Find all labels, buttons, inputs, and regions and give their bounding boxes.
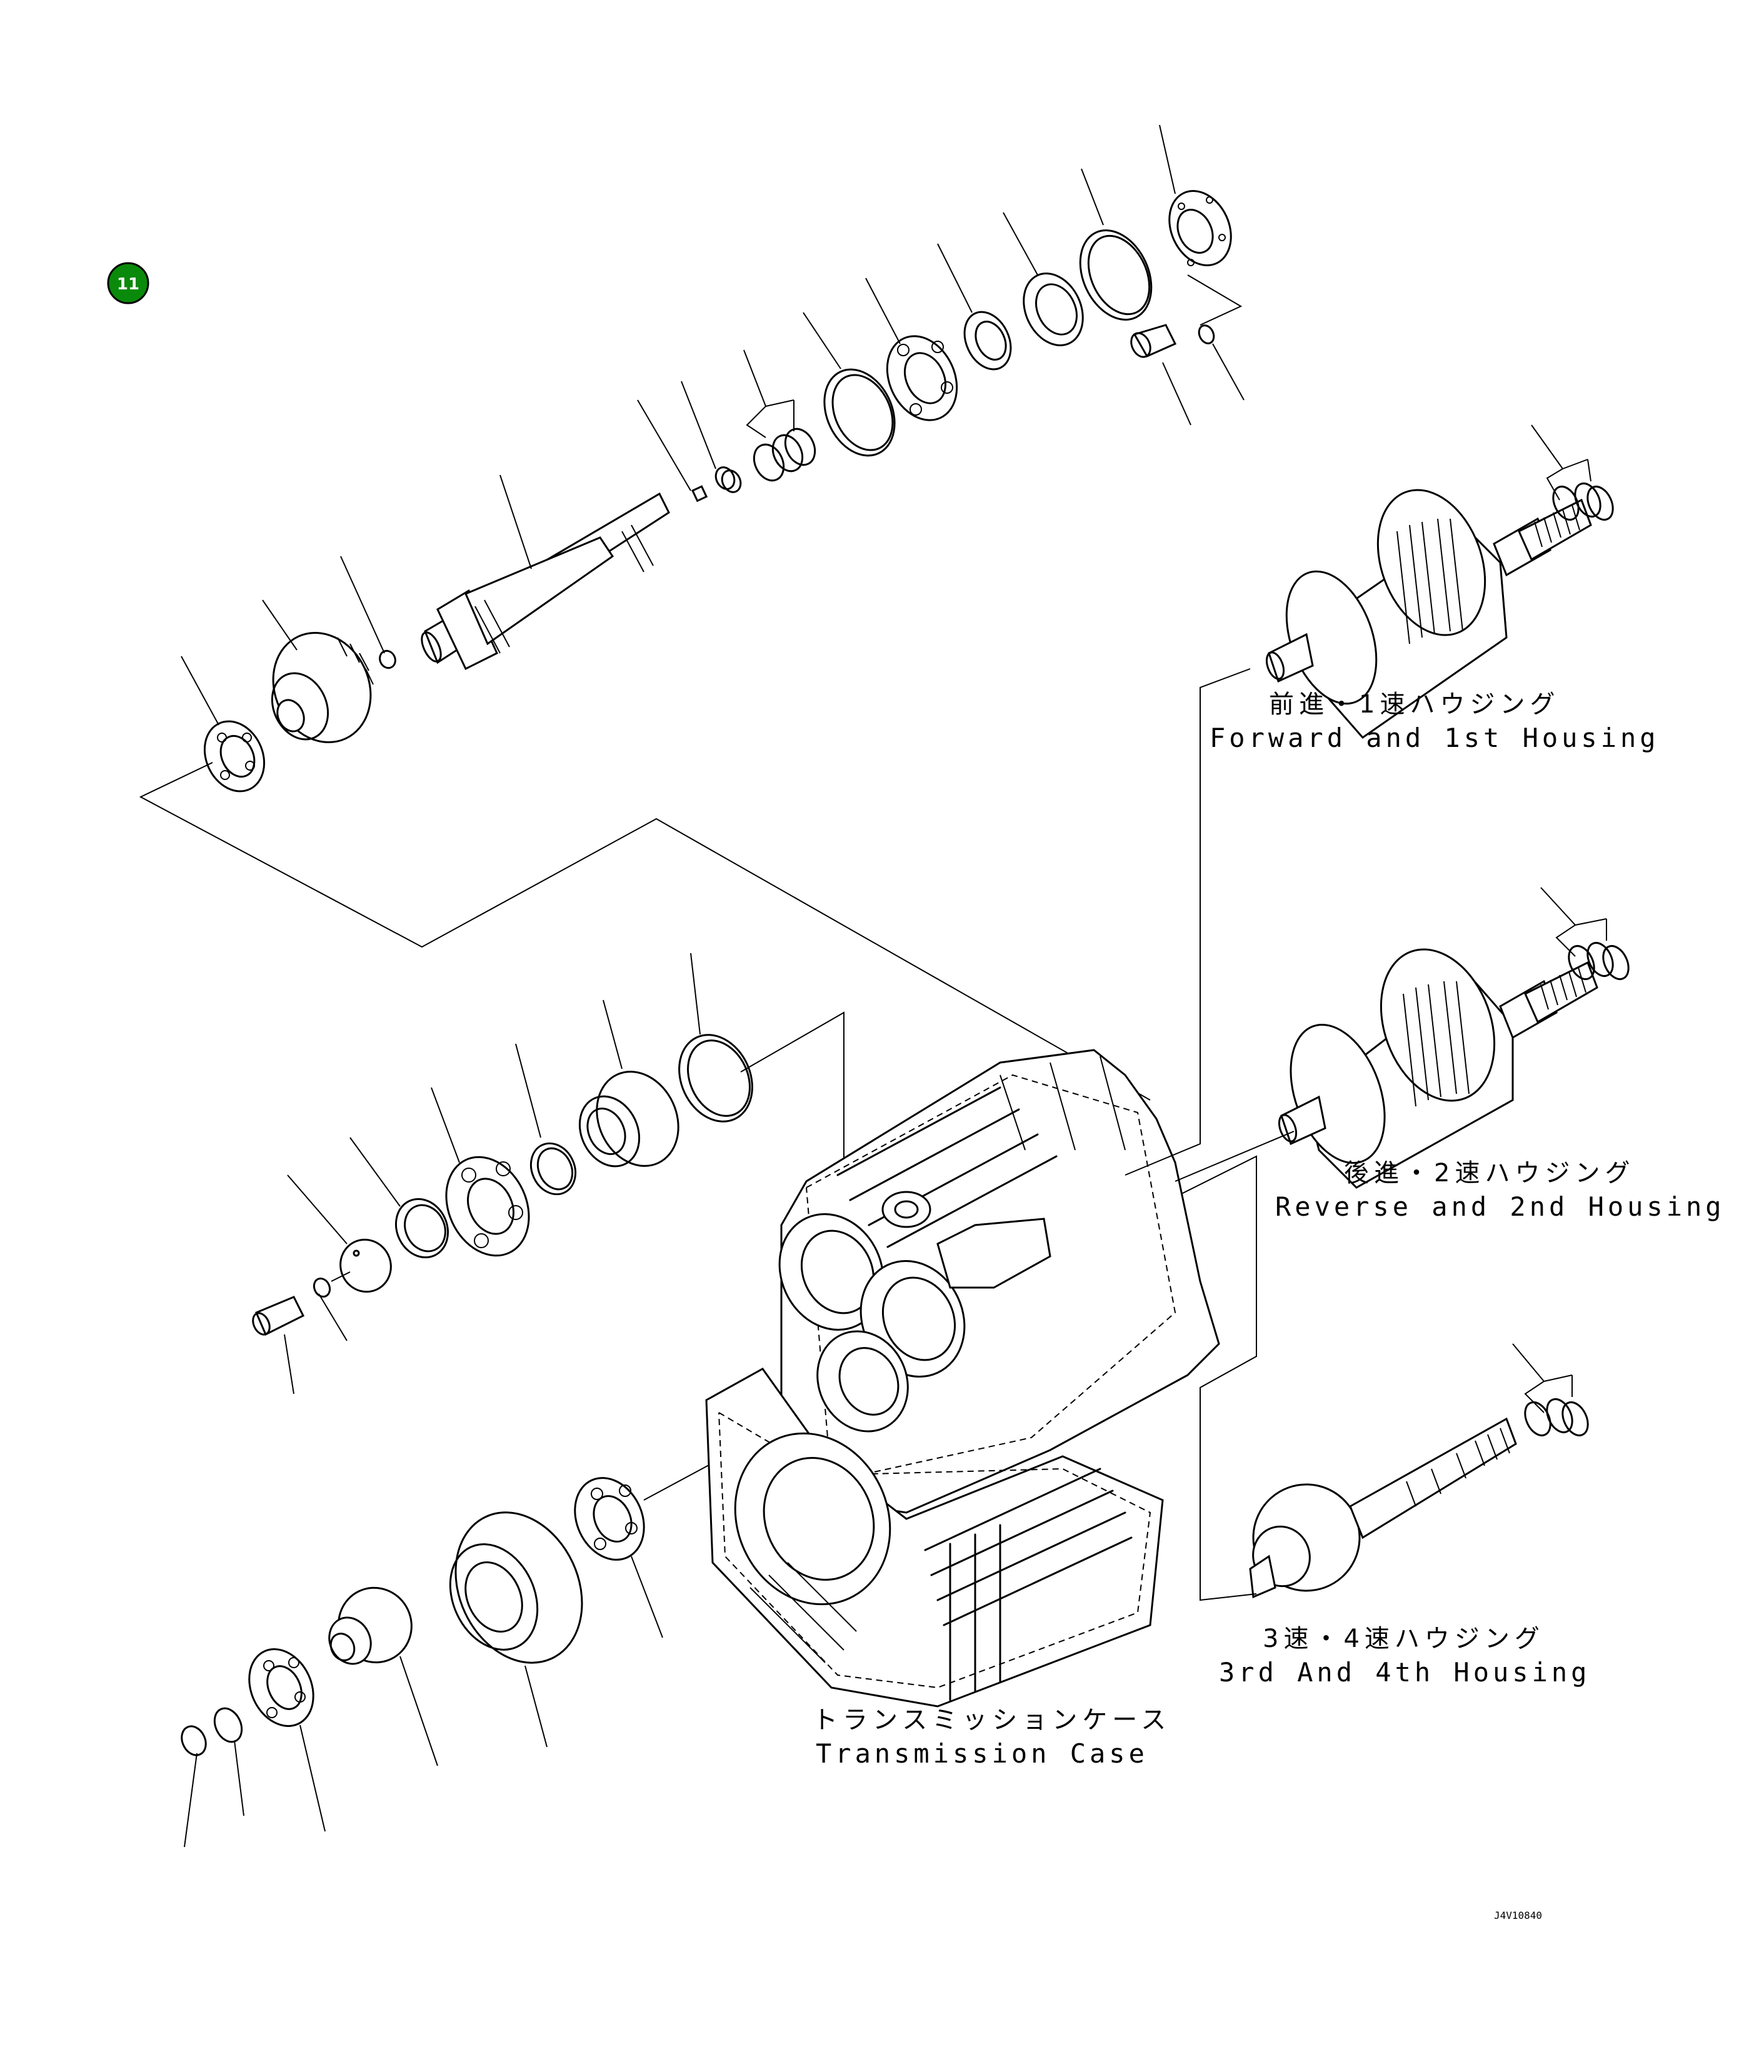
snap-ring[interactable] (1066, 219, 1165, 331)
bearing-flange[interactable] (1158, 181, 1243, 275)
roller-bearing[interactable] (431, 1143, 544, 1269)
transmission-case-label-jp: トランスミッションケース (813, 1706, 1171, 1734)
spacer-ring[interactable] (523, 1136, 583, 1202)
leader-line (1531, 424, 1564, 501)
leader-line (318, 1293, 348, 1341)
leader-line (184, 1753, 198, 1848)
leader-line (743, 349, 767, 438)
third-fourth-housing[interactable] (1238, 1417, 1517, 1606)
middle-shaft-parts (250, 953, 844, 1394)
leader-line (499, 474, 532, 569)
leader-line (865, 278, 901, 344)
reverse-2nd-housing[interactable] (1273, 933, 1598, 1189)
snap-ring[interactable] (178, 1723, 211, 1759)
reverse-housing-seal-rings[interactable] (1564, 939, 1633, 983)
leader-line (1540, 887, 1576, 957)
small-snap-ring[interactable] (713, 464, 744, 495)
roller-bearing[interactable] (237, 1639, 325, 1737)
figure-number-badge[interactable]: 11 (107, 262, 149, 304)
bolt[interactable] (250, 1296, 305, 1337)
third-housing-leader (1181, 1155, 1257, 1601)
badge-number: 11 (117, 275, 139, 294)
leader-line (299, 1724, 326, 1832)
transmission-case[interactable] (705, 1049, 1220, 1708)
leader-line (1159, 124, 1176, 194)
roller-bearing[interactable] (874, 325, 970, 432)
assembly-bracket-line (740, 1011, 844, 1197)
leader-line (284, 1334, 294, 1394)
snap-ring[interactable] (811, 358, 908, 467)
drawing-code: J4V10840 (1494, 1909, 1542, 1921)
forward-housing-leader (1125, 668, 1251, 1176)
forward-housing-label-en: Forward and 1st Housing (1210, 723, 1660, 753)
leader-line (262, 599, 298, 651)
leader-line (1562, 459, 1588, 469)
forward-housing-label-jp: 前進・1速ハウジング (1269, 690, 1560, 719)
assembly-bracket-line (139, 762, 1151, 1101)
leader-line (287, 1174, 348, 1244)
lower-shaft-parts (178, 1456, 726, 1848)
leader-line (937, 243, 973, 313)
leader-line (1512, 1343, 1545, 1413)
leader-line (399, 1656, 438, 1766)
oil-seal[interactable] (1013, 264, 1094, 355)
flange-bolt[interactable] (1128, 324, 1177, 360)
leader-line (631, 1556, 663, 1638)
leader-line (1575, 918, 1607, 926)
leader-line (1162, 362, 1191, 426)
leader-line (331, 1271, 351, 1282)
reverse-housing-label-jp: 後進・2速ハウジング (1344, 1159, 1635, 1188)
roller-bearing[interactable] (562, 1466, 657, 1571)
third-housing-seal-rings[interactable] (1520, 1395, 1593, 1439)
leader-line (431, 1087, 460, 1163)
pin[interactable] (691, 485, 708, 503)
leader-line (637, 399, 691, 491)
washer[interactable] (311, 1276, 333, 1299)
leader-line (524, 1665, 548, 1748)
leader-line (1212, 343, 1245, 401)
leader-line (765, 399, 794, 407)
leader-line (1543, 1374, 1573, 1382)
input-shaft[interactable] (418, 492, 670, 671)
pilot-bearing[interactable] (194, 711, 276, 801)
tapered-bearing[interactable] (432, 1492, 606, 1684)
leader-line (234, 1740, 244, 1816)
leader-line (603, 999, 623, 1069)
leader-line (349, 1137, 401, 1207)
output-hub[interactable] (322, 1576, 424, 1674)
leader-line (803, 312, 841, 369)
leader-line (515, 1043, 541, 1138)
input-gear[interactable] (256, 617, 388, 759)
needle-bearing[interactable] (956, 304, 1020, 377)
snap-ring[interactable] (209, 1704, 247, 1746)
upper-shaft-assembly (139, 124, 1245, 1101)
leader-line (340, 556, 385, 654)
reverse-housing-label-en: Reverse and 2nd Housing (1275, 1191, 1725, 1222)
third-housing-label-jp: 3速・4速ハウジング (1263, 1624, 1545, 1653)
third-housing-label-en: 3rd And 4th Housing (1219, 1657, 1590, 1688)
tapered-bearing[interactable] (569, 1058, 693, 1179)
leader-line (1003, 212, 1038, 276)
seal-rings[interactable] (748, 424, 820, 486)
leader-line (181, 656, 219, 726)
thrust-washer[interactable] (386, 1191, 457, 1266)
lock-nut[interactable] (377, 648, 398, 671)
retainer-plate[interactable] (332, 1231, 399, 1300)
reverse-housing-leader (1175, 1131, 1295, 1182)
forward-1st-housing[interactable] (1263, 475, 1592, 739)
forward-housing-seal-rings[interactable] (1548, 479, 1618, 524)
snap-ring[interactable] (666, 1023, 766, 1134)
leader-line (1587, 459, 1591, 482)
leader-line (1187, 274, 1243, 326)
leader-line (681, 381, 716, 469)
transmission-case-label-en: Transmission Case (816, 1738, 1148, 1769)
washer[interactable] (1196, 323, 1217, 346)
leader-line (690, 953, 701, 1035)
leader-line (1081, 168, 1104, 226)
